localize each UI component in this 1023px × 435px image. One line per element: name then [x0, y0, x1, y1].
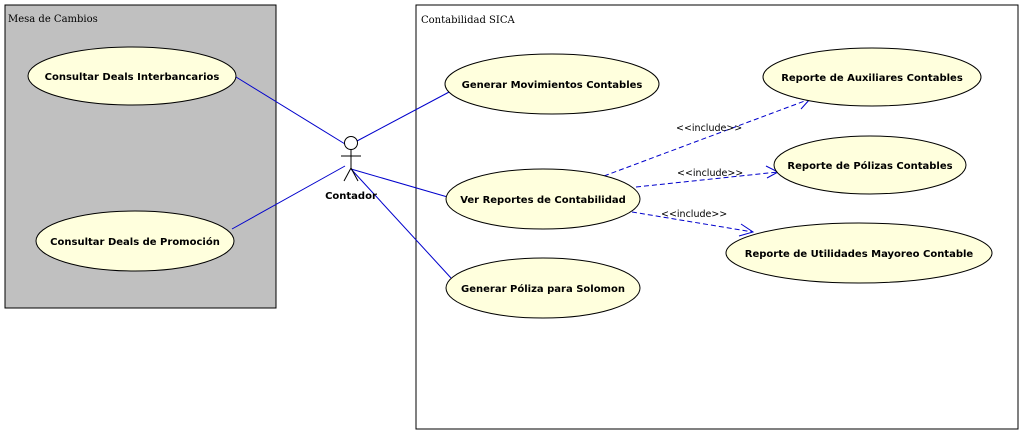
- package-sica-title: Contabilidad SICA: [421, 15, 515, 26]
- actor-head: [344, 136, 358, 150]
- use-case-ellipse: [762, 47, 982, 107]
- use-case-label: Generar Póliza para Solomon: [461, 283, 625, 295]
- use-case-ellipse: [445, 257, 641, 319]
- association-generar-movimientos: [356, 90, 452, 142]
- include-utilidades: <<include>>: [631, 209, 755, 237]
- include-label-polizas: <<include>>: [677, 168, 743, 179]
- use-case-consultar-deals-interbancarios[interactable]: Consultar Deals Interbancarios: [27, 46, 237, 106]
- use-case-label: Consultar Deals de Promoción: [50, 236, 220, 248]
- use-case-ellipse: [725, 222, 993, 284]
- include-label-auxiliares: <<include>>: [676, 123, 742, 134]
- use-case-generar-poliza-solomon[interactable]: Generar Póliza para Solomon: [445, 257, 641, 319]
- use-case-reporte-auxiliares-contables[interactable]: Reporte de Auxiliares Contables: [762, 47, 982, 107]
- actor-label: Contador: [325, 191, 377, 202]
- use-case-reporte-utilidades-mayoreo[interactable]: Reporte de Utilidades Mayoreo Contable: [725, 222, 993, 284]
- association-generar-poliza: [350, 168, 452, 279]
- use-case-label: Reporte de Pólizas Contables: [787, 160, 952, 172]
- include-arrowhead-utilidades: [738, 223, 755, 237]
- use-case-label: Reporte de Auxiliares Contables: [781, 73, 963, 84]
- use-case-ellipse: [773, 135, 967, 195]
- use-case-label: Reporte de Utilidades Mayoreo Contable: [745, 249, 974, 260]
- association-consultar-promocion: [231, 165, 346, 230]
- actor-left-leg: [343, 167, 352, 182]
- association-ver-reportes: [350, 168, 452, 199]
- use-case-ellipse: [445, 168, 641, 230]
- association-consultar-interbancarios: [235, 76, 346, 145]
- actor-right-leg: [350, 167, 359, 182]
- use-case-label: Consultar Deals Interbancarios: [45, 72, 220, 83]
- use-case-generar-movimientos-contables[interactable]: Generar Movimientos Contables: [444, 53, 660, 115]
- use-case-ver-reportes-contabilidad[interactable]: Ver Reportes de Contabilidad: [445, 168, 641, 230]
- use-case-ellipse: [35, 210, 235, 272]
- package-mesa-title: Mesa de Cambios: [8, 14, 98, 25]
- associations: [231, 76, 452, 279]
- include-label-utilidades: <<include>>: [661, 209, 727, 220]
- include-line-auxiliares: [603, 98, 811, 177]
- use-case-ellipse: [444, 53, 660, 115]
- use-case-label: Generar Movimientos Contables: [462, 80, 643, 91]
- actor-contador[interactable]: Contador: [325, 136, 377, 203]
- use-case-reporte-polizas-contables[interactable]: Reporte de Pólizas Contables: [773, 135, 967, 195]
- include-line-utilidades: [631, 211, 754, 233]
- use-case-consultar-deals-promocion[interactable]: Consultar Deals de Promoción: [35, 210, 235, 272]
- use-case-ellipse: [27, 46, 237, 106]
- use-case-label: Ver Reportes de Contabilidad: [460, 195, 626, 206]
